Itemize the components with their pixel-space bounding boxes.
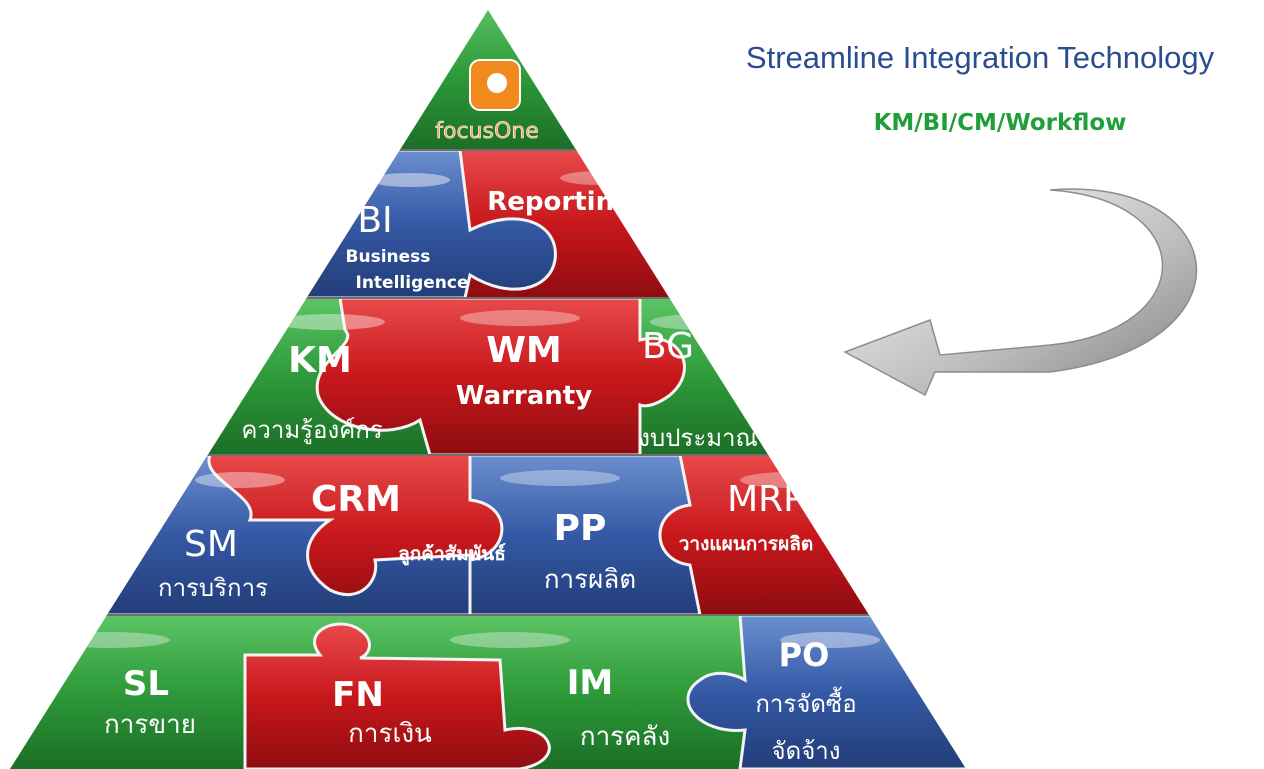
tier-km-wm-bg xyxy=(10,298,966,455)
module-reporting-label: Reporting xyxy=(487,187,632,217)
logo-mark-hole xyxy=(487,73,507,93)
module-bg-thai: งบประมาณ xyxy=(638,424,758,452)
logo-text: focusOne xyxy=(435,119,539,144)
module-bi-line1: Business xyxy=(346,247,431,267)
module-sl-thai: การขาย xyxy=(104,710,196,740)
module-pp-thai: การผลิต xyxy=(544,565,636,595)
header-title: Streamline Integration Technology xyxy=(745,40,1215,75)
module-sm-thai: การบริการ xyxy=(158,574,268,602)
module-crm-thai: ลูกค้าสัมพันธ์ xyxy=(398,543,506,566)
module-sl-label: SL xyxy=(123,664,169,704)
module-fn-label: FN xyxy=(332,675,384,715)
module-sm-label: SM xyxy=(184,524,238,565)
module-bg-label: BG xyxy=(642,326,694,367)
module-crm-label: CRM xyxy=(311,479,401,520)
header-subtitle: KM/BI/CM/Workflow xyxy=(873,110,1127,136)
module-im-label: IM xyxy=(567,663,613,703)
module-po-thai-line1: การจัดซื้อ xyxy=(755,686,856,718)
module-mrp-label: MRP xyxy=(727,479,805,520)
module-wm-sub: Warranty xyxy=(456,381,592,411)
module-bi-label: BI xyxy=(357,200,392,241)
module-im-thai: การคลัง xyxy=(580,722,670,752)
module-fn-thai: การเงิน xyxy=(348,719,432,749)
module-pp-label: PP xyxy=(554,508,607,549)
module-bi-line2: Intelligence xyxy=(356,273,469,293)
module-po-thai-line2: จัดจ้าง xyxy=(772,737,841,765)
module-wm-label: WM xyxy=(486,330,562,371)
tier-bi-reporting xyxy=(10,150,966,298)
module-po-label: PO xyxy=(779,636,830,674)
focusone-logo: focusOne xyxy=(435,59,539,144)
module-km-label: KM xyxy=(288,340,352,381)
module-km-thai: ความรู้องค์กร xyxy=(241,416,382,445)
curved-arrow-icon xyxy=(843,188,1197,397)
module-mrp-thai: วางแผนการผลิต xyxy=(679,533,813,555)
